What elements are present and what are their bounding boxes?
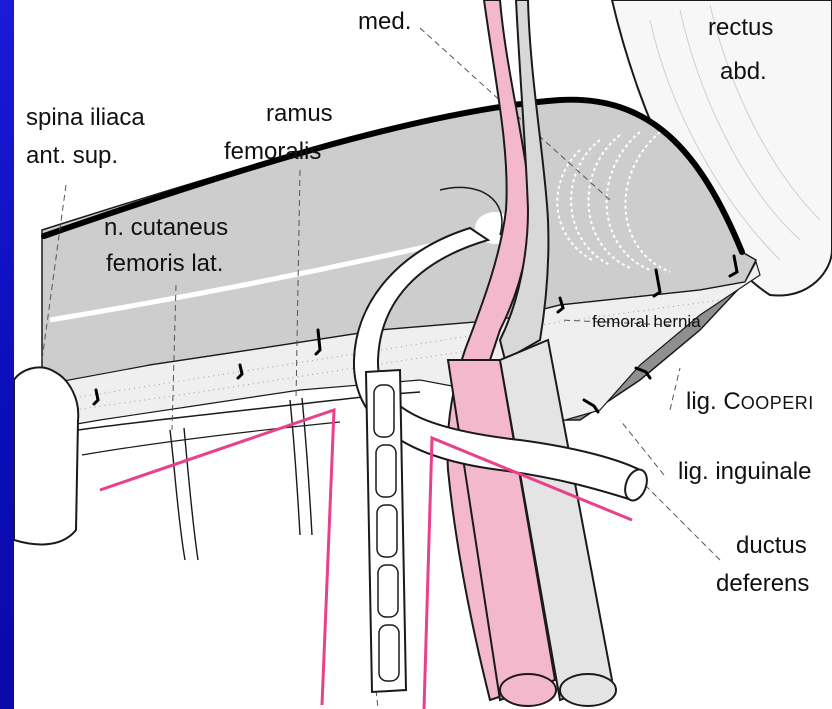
vein-end <box>560 674 616 706</box>
label-femoral-hernia: femoral hernia <box>592 312 701 332</box>
label-lig-inguinale: lig. inguinale <box>678 458 811 486</box>
label-spina-iliaca: spina iliaca <box>26 104 145 132</box>
label-lig-cooperi: lig. COOPERI <box>686 388 814 417</box>
label-femoralis: femoralis <box>224 138 321 166</box>
lymphatic-tube <box>366 370 406 692</box>
iliac-spine <box>14 367 78 544</box>
label-deferens: deferens <box>716 570 809 598</box>
label-abd: abd. <box>720 58 767 86</box>
label-lig-cooperi-prefix: lig. C <box>686 388 741 415</box>
artery-end <box>500 674 556 706</box>
label-femoris-lat: femoris lat. <box>106 250 223 278</box>
label-ductus: ductus <box>736 532 807 560</box>
label-lig-cooperi-smallcaps: OOPERI <box>741 393 814 413</box>
label-med: med. <box>358 8 411 36</box>
label-n-cutaneus: n. cutaneus <box>104 214 228 242</box>
lower-fascia-inner-border <box>82 422 340 455</box>
anatomy-illustration: med. rectus abd. spina iliaca ant. sup. … <box>14 0 832 709</box>
cutaneous-nerve <box>170 398 312 560</box>
label-ant-sup: ant. sup. <box>26 142 118 170</box>
label-ramus: ramus <box>266 100 333 128</box>
label-rectus: rectus <box>708 14 773 42</box>
